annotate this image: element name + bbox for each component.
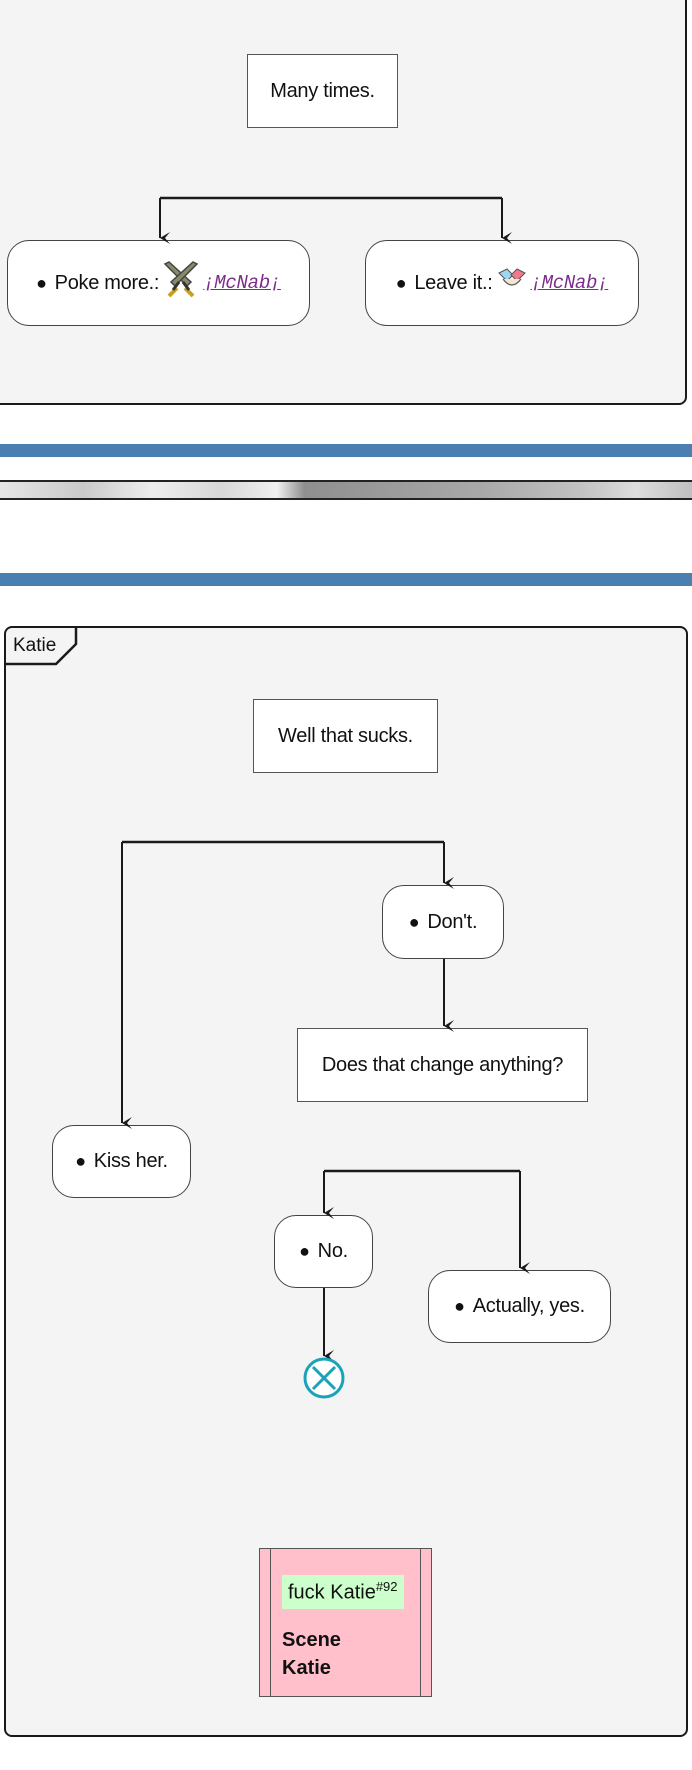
no-label: No.	[317, 1240, 349, 1262]
note-tag: fuck Katie#92	[282, 1575, 404, 1609]
kiss-her-label: Kiss her.	[93, 1150, 168, 1172]
note-line-scene: Scene	[282, 1629, 341, 1651]
bullet-icon: ●	[454, 1296, 465, 1316]
dont-node[interactable]: ● Don't.	[382, 885, 504, 959]
package-tab-outline	[5, 627, 78, 666]
end-circle-x-icon	[303, 1357, 345, 1399]
bullet-icon: ●	[36, 272, 47, 293]
poke-more-node[interactable]: ● Poke more.: ¡McNab¡	[7, 240, 310, 326]
bullet-icon: ●	[299, 1241, 310, 1261]
bullet-icon: ●	[408, 911, 420, 932]
section-divider-bottom	[0, 573, 692, 586]
poke-more-label: Poke more.:	[54, 271, 160, 294]
section-divider-top	[0, 444, 692, 457]
many-times-label: Many times.	[270, 79, 375, 102]
crossed-swords-icon	[161, 260, 201, 306]
actually-yes-label: Actually, yes.	[472, 1295, 585, 1317]
note-right-rule	[420, 1549, 421, 1696]
many-times-box: Many times.	[247, 54, 398, 128]
handshake-icon	[497, 267, 527, 299]
note-line-katie: Katie	[282, 1657, 331, 1679]
image-strip	[0, 480, 692, 500]
leave-it-label: Leave it.:	[414, 271, 493, 294]
bullet-icon: ●	[75, 1151, 86, 1171]
actually-yes-node[interactable]: ● Actually, yes.	[428, 1270, 611, 1343]
bullet-icon: ●	[395, 272, 407, 293]
well-that-sucks-label: Well that sucks.	[278, 724, 413, 747]
question-label: Does that change anything?	[321, 1053, 564, 1076]
note-tag-label: fuck Katie	[288, 1581, 376, 1604]
note-tag-number: #92	[375, 1579, 398, 1594]
dont-label: Don't.	[427, 910, 478, 933]
leave-it-link[interactable]: ¡McNab¡	[530, 272, 609, 294]
scene-note: fuck Katie#92 Scene Katie	[259, 1548, 432, 1697]
kiss-her-node[interactable]: ● Kiss her.	[52, 1125, 191, 1198]
question-box: Does that change anything?	[297, 1028, 588, 1102]
well-that-sucks-box: Well that sucks.	[253, 699, 438, 773]
package-tab: Katie	[4, 627, 72, 665]
poke-more-link[interactable]: ¡McNab¡	[203, 272, 281, 294]
note-left-rule	[270, 1549, 271, 1696]
package-label: Katie	[13, 635, 57, 656]
no-node[interactable]: ● No.	[274, 1215, 373, 1288]
